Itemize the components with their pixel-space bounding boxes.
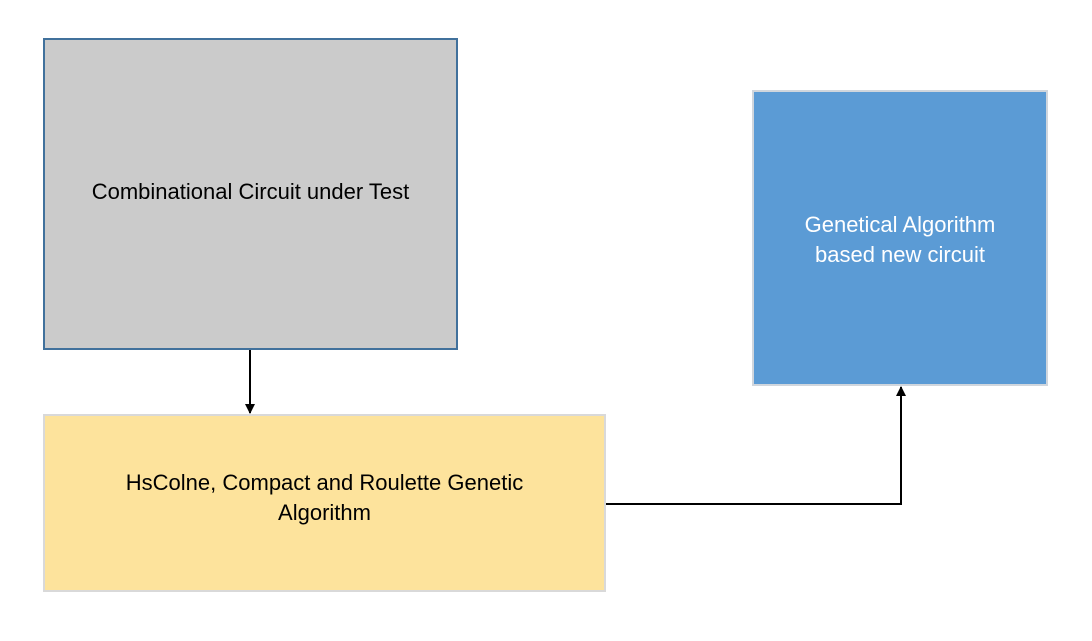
genetic-algorithm-box: HsColne, Compact and Roulette Genetic Al… [43,414,606,592]
arrow-algorithm-to-new-circuit [606,386,906,505]
new-circuit-box: Genetical Algorithm based new circuit [752,90,1048,386]
new-circuit-label: Genetical Algorithm based new circuit [804,212,996,267]
circuit-under-test-label: Combinational Circuit under Test [91,179,410,204]
genetic-algorithm-label: HsColne, Compact and Roulette Genetic Al… [125,470,524,525]
circuit-under-test-box: Combinational Circuit under Test [43,38,458,350]
